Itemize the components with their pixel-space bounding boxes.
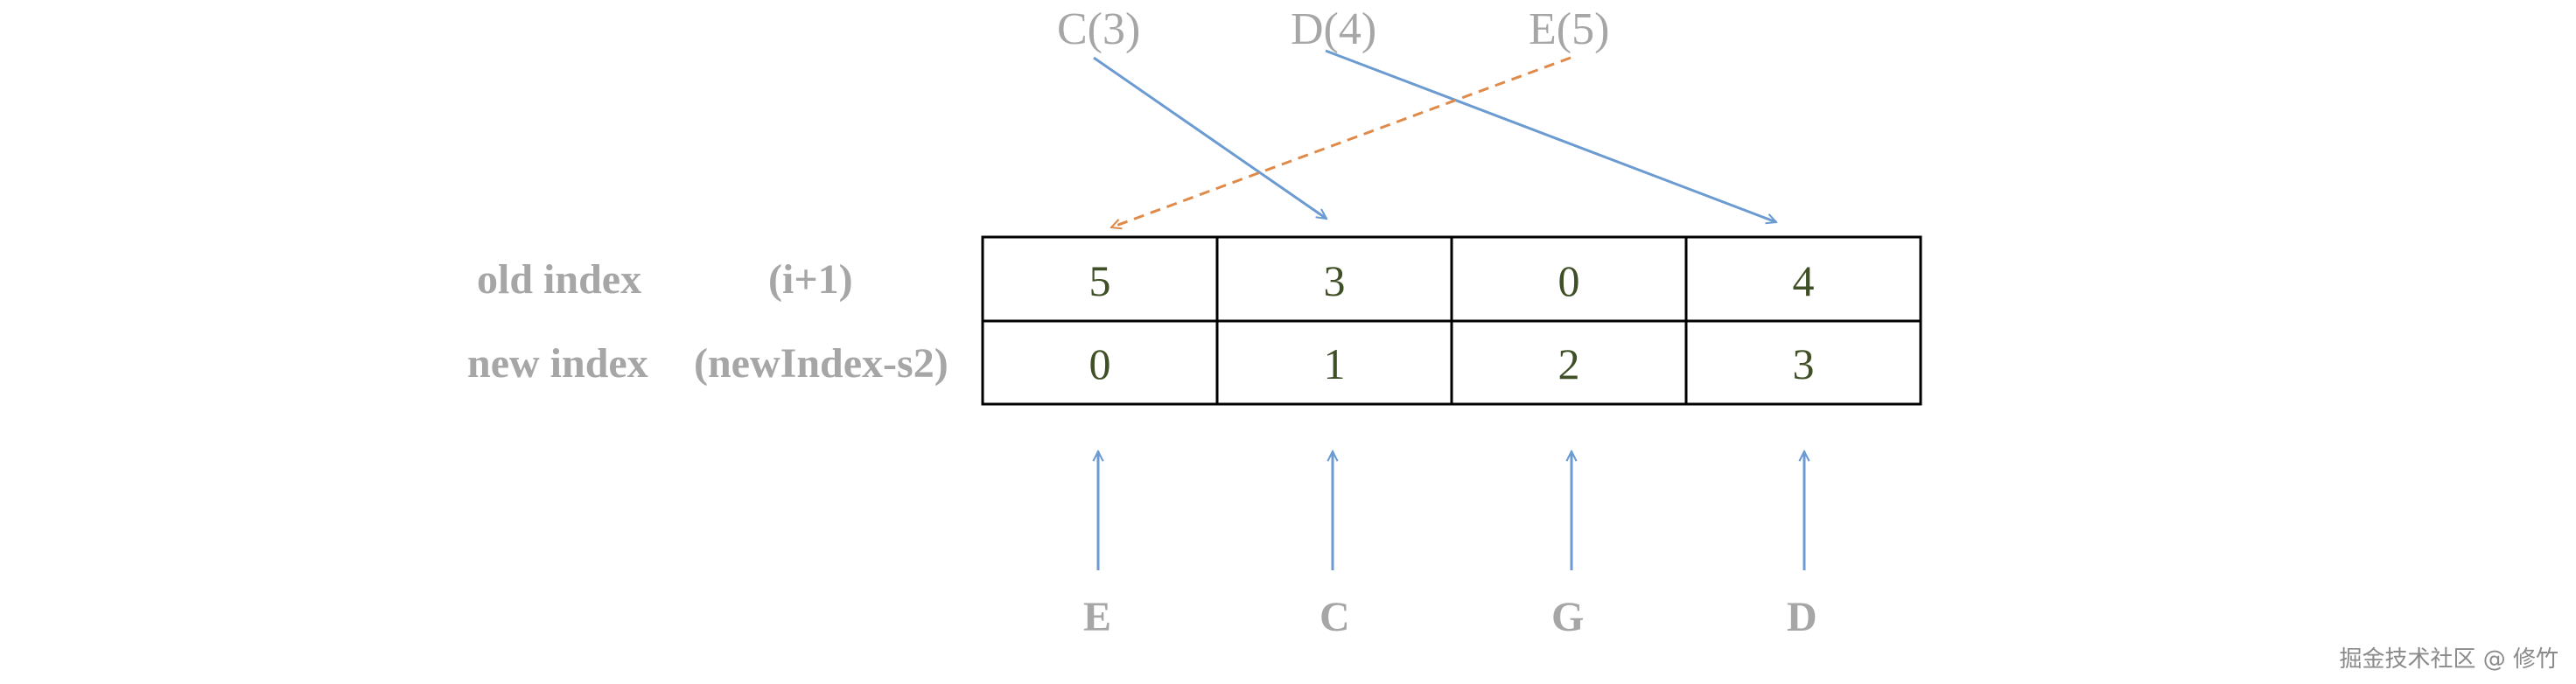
row-label-old-index-expr: (i+1)	[768, 256, 853, 303]
top-label-c: C(3)	[1057, 4, 1141, 54]
arrow-d-to-cell	[1325, 49, 1776, 222]
row-label-new-index-expr: (newIndex-s2)	[694, 340, 948, 387]
row-label-new-index: new index	[467, 340, 648, 387]
bottom-label-g: G	[1551, 594, 1585, 640]
new-index-cell: 0	[1088, 339, 1111, 388]
row-label-old-index: old index	[477, 256, 642, 303]
bottom-label-d: D	[1787, 594, 1817, 640]
bottom-label-c: C	[1320, 594, 1350, 640]
arrow-e-to-cell	[1111, 56, 1572, 227]
index-table-grid	[981, 235, 1922, 406]
arrow-c-to-cell	[1093, 56, 1326, 219]
old-index-cell: 0	[1558, 256, 1580, 305]
new-index-cell: 2	[1558, 339, 1580, 388]
top-label-e: E(5)	[1529, 4, 1610, 54]
new-index-cell: 3	[1792, 339, 1815, 388]
bottom-label-e: E	[1083, 594, 1112, 640]
watermark: 掘金技术社区 @ 修竹	[2339, 646, 2558, 673]
new-index-cell: 1	[1323, 339, 1346, 388]
old-index-cell: 4	[1792, 256, 1815, 305]
top-label-d: D(4)	[1291, 4, 1377, 54]
old-index-cell: 5	[1088, 256, 1111, 305]
old-index-cell: 3	[1323, 256, 1346, 305]
